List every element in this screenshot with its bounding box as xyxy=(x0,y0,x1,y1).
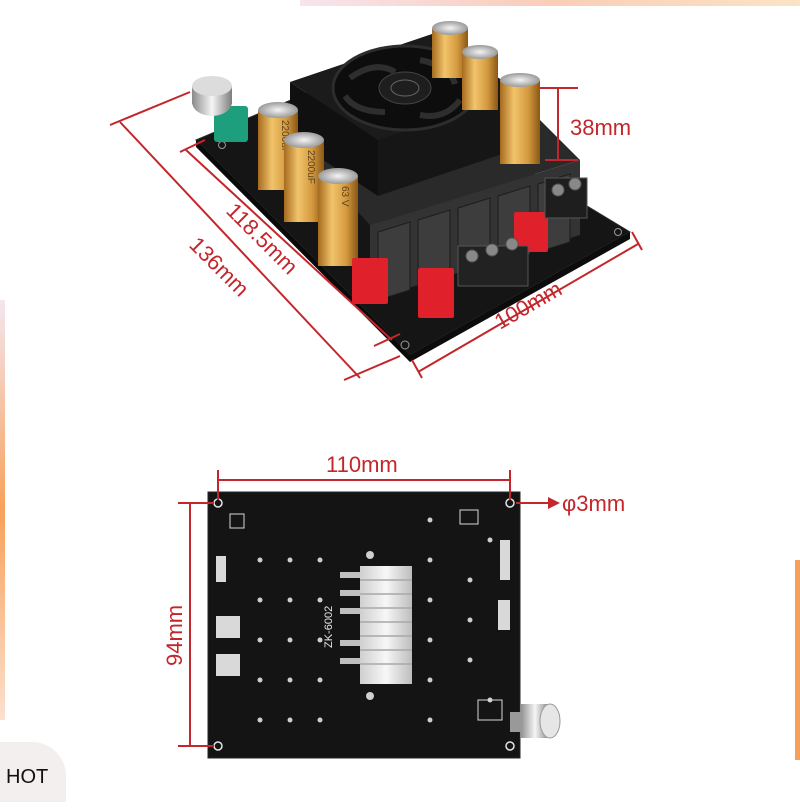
capacitor-group-right xyxy=(432,21,540,164)
bottom-board-photo: ZK-6002 xyxy=(207,491,561,759)
dimension-bottom-height: 94mm xyxy=(162,605,187,666)
capacitor-group-left: 2200uF 2200uF 63 V xyxy=(258,102,358,266)
capacitor-label: 2200uF xyxy=(279,120,290,154)
top-dimension-lines xyxy=(109,87,643,381)
capacitor-label: 2200uF xyxy=(305,150,316,184)
hot-badge: HOT xyxy=(0,742,66,802)
left-edge-strip xyxy=(0,300,5,720)
heatsink-plate xyxy=(360,566,412,684)
green-terminal xyxy=(214,106,248,142)
right-edge-strip xyxy=(795,560,800,760)
capacitor-voltage: 63 V xyxy=(339,186,350,207)
dimension-diagonal-outer: 136mm xyxy=(184,232,254,302)
board-model-label: ZK-6002 xyxy=(323,606,335,648)
top-board-photo: 2200uF 2200uF 63 V xyxy=(192,21,631,362)
power-terminal xyxy=(544,177,588,219)
bottom-dimension-lines xyxy=(178,470,548,747)
speaker-terminals xyxy=(352,212,548,318)
dimension-hole-diameter: φ3mm xyxy=(562,491,625,516)
top-edge-strip xyxy=(300,0,800,6)
dimension-bottom-width: 110mm xyxy=(326,452,398,477)
dimension-height: 38mm xyxy=(570,115,631,140)
